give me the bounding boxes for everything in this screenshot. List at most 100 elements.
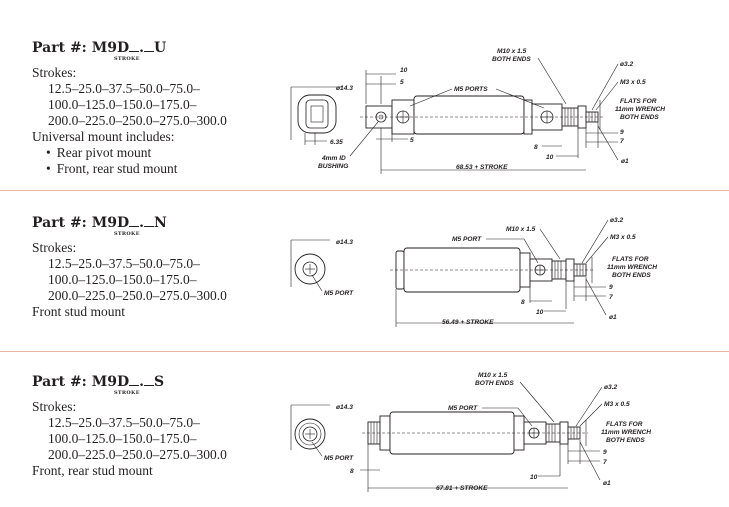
dim-label: 7 <box>620 138 624 145</box>
callout-label: ø3.2 <box>604 384 618 391</box>
part-blank <box>129 41 140 52</box>
mount-bullet: Front, rear stud mount <box>32 161 227 177</box>
side-view: M10 x 1.5 BOTH ENDS M5 PORT ø3.2 M3 x 0.… <box>350 372 651 492</box>
overall-length-label: 67.81 + STROKE <box>436 485 488 492</box>
callout-label: FLATS FOR <box>612 256 649 263</box>
end-view: ø14.3 6.35 <box>290 85 353 146</box>
dim-label: 9 <box>620 129 624 136</box>
dim-label: 6.35 <box>330 139 343 146</box>
section-part-s: Part #: M9D.S STROKE Strokes: 12.5–25.0–… <box>0 352 729 507</box>
callout-label: M3 x 0.5 <box>610 234 636 241</box>
part-prefix: Part #: <box>32 40 87 56</box>
dim-label: 9 <box>603 449 607 456</box>
drawing-part-s: ø14.3 M5 PORT M10 x 1.5 <box>290 372 651 492</box>
drawing-part-n: ø14.3 M5 PORT M5 PORT M10 x 1.5 <box>290 217 657 327</box>
bushing-label: BUSHING <box>318 163 348 170</box>
part-number: Part #: M9D.U STROKE <box>32 40 167 62</box>
dim-label: 10 <box>400 67 408 74</box>
callout-label: BOTH ENDS <box>475 380 514 387</box>
part-code: M9D <box>91 215 130 231</box>
callout-label: BOTH ENDS <box>492 56 531 63</box>
drawing-part-u: ø14.3 6.35 <box>290 48 665 174</box>
dia-body-label: ø14.3 <box>336 239 353 246</box>
mount-bullet: Rear pivot mount <box>32 145 227 161</box>
dim-label: 8 <box>534 144 538 151</box>
mount-description: Universal mount includes: <box>32 129 175 144</box>
part-blank <box>129 216 140 227</box>
dim-label: 9 <box>609 284 613 291</box>
callout-label: 11mm WRENCH <box>607 264 657 271</box>
part-prefix: Part #: <box>32 215 87 231</box>
section-divider <box>0 190 729 191</box>
dim-label: 7 <box>603 459 607 466</box>
section-part-n: Part #: M9D.N STROKE Strokes: 12.5–25.0–… <box>0 191 729 351</box>
callout-label: ø3.2 <box>620 61 634 68</box>
callout-label: ø3.2 <box>610 217 624 224</box>
callout-label: FLATS FOR <box>620 98 657 105</box>
callout-label: M5 PORT <box>324 455 354 462</box>
stroke-subscript: STROKE <box>114 390 140 396</box>
strokes-label: Strokes: <box>32 65 77 80</box>
callout-label: ø1 <box>609 314 617 321</box>
section-part-u: Part #: M9D.U STROKE Strokes: 12.5–25.0–… <box>0 0 729 190</box>
dim-label: 8 <box>350 468 354 475</box>
stroke-line: 12.5–25.0–37.5–50.0–75.0– <box>48 256 200 271</box>
callout-label: M5 PORTS <box>454 86 488 93</box>
stroke-line: 100.0–125.0–150.0–175.0– <box>48 431 197 446</box>
dim-label: 10 <box>530 474 538 481</box>
callout-label: ø1 <box>621 158 629 165</box>
callout-label: BOTH ENDS <box>612 272 651 279</box>
overall-length-label: 56.49 + STROKE <box>442 319 494 326</box>
bushing-label: 4mm ID <box>321 155 346 162</box>
part-blank <box>143 375 154 386</box>
overall-length-label: 68.53 + STROKE <box>456 164 508 171</box>
dia-body-label: ø14.3 <box>336 404 353 411</box>
stroke-line: 100.0–125.0–150.0–175.0– <box>48 272 197 287</box>
callout-label: M3 x 0.5 <box>604 401 630 408</box>
part-blank <box>129 375 140 386</box>
callout-label: M5 PORT <box>324 290 354 297</box>
callout-label: ø1 <box>603 480 611 487</box>
spec-block: Part #: M9D.U STROKE Strokes: 12.5–25.0–… <box>32 40 227 177</box>
stroke-line: 200.0–225.0–250.0–275.0–300.0 <box>48 113 227 128</box>
part-blank <box>143 216 154 227</box>
callout-label: 11mm WRENCH <box>601 429 651 436</box>
stroke-line: 100.0–125.0–150.0–175.0– <box>48 97 197 112</box>
dim-label: 7 <box>609 294 613 301</box>
part-number: Part #: M9D.S STROKE <box>32 374 165 396</box>
stroke-line: 200.0–225.0–250.0–275.0–300.0 <box>48 288 227 303</box>
side-view: 10 5 M5 PORTS 5 4mm ID BUSHING M10 x 1.5… <box>318 48 665 174</box>
end-view: ø14.3 M5 PORT <box>290 239 354 297</box>
callout-label: BOTH ENDS <box>606 437 645 444</box>
callout-label: M3 x 0.5 <box>620 79 646 86</box>
callout-label: M5 PORT <box>448 405 478 412</box>
dim-label: 8 <box>521 299 525 306</box>
dia-body-label: ø14.3 <box>336 85 353 92</box>
callout-label: FLATS FOR <box>606 421 643 428</box>
stroke-line: 12.5–25.0–37.5–50.0–75.0– <box>48 415 200 430</box>
mount-description: Front, rear stud mount <box>32 463 153 478</box>
part-suffix: N <box>153 215 167 231</box>
strokes-label: Strokes: <box>32 399 77 414</box>
stroke-line: 200.0–225.0–250.0–275.0–300.0 <box>48 447 227 462</box>
stroke-subscript: STROKE <box>114 56 140 62</box>
callout-label: M10 x 1.5 <box>506 226 536 233</box>
part-code: M9D <box>91 40 130 56</box>
stroke-line: 12.5–25.0–37.5–50.0–75.0– <box>48 81 200 96</box>
end-view: ø14.3 M5 PORT <box>290 404 354 462</box>
part-blank <box>143 41 154 52</box>
callout-label: BOTH ENDS <box>620 114 659 121</box>
side-view: M5 PORT M10 x 1.5 ø3.2 M3 x 0.5 FLATS FO… <box>390 217 657 327</box>
callout-label: M10 x 1.5 <box>478 372 508 379</box>
part-number: Part #: M9D.N STROKE <box>32 215 167 237</box>
part-prefix: Part #: <box>32 374 87 390</box>
callout-label: M5 PORT <box>452 236 482 243</box>
callout-label: 11mm WRENCH <box>615 106 665 113</box>
part-suffix: S <box>153 374 165 390</box>
mount-description: Front stud mount <box>32 304 126 319</box>
dim-label: 10 <box>546 154 554 161</box>
stroke-subscript: STROKE <box>114 231 140 237</box>
callout-label: M10 x 1.5 <box>497 48 527 55</box>
part-code: M9D <box>91 374 130 390</box>
dim-label: 5 <box>400 79 404 86</box>
